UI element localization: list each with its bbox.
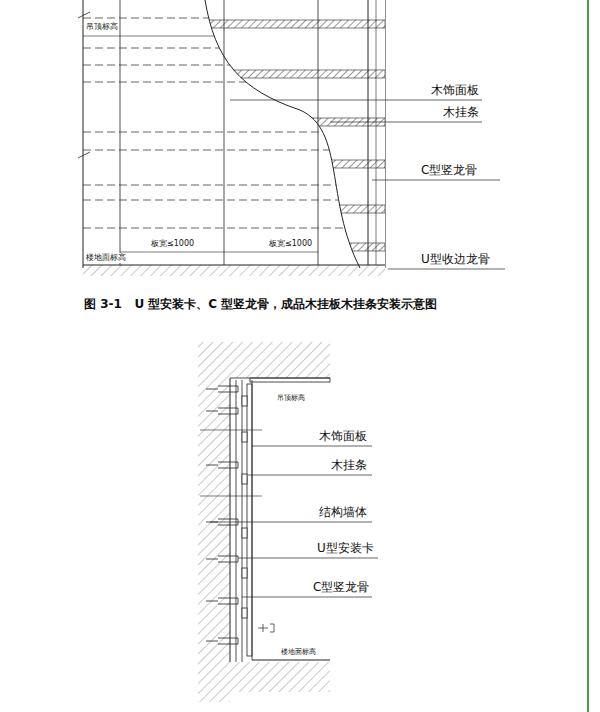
- part-label: C型竖龙骨: [312, 580, 370, 594]
- part-label: 楼地面标高: [280, 648, 317, 656]
- figure-caption: 图 3-1 U 型安装卡、C 型竖龙骨，成品木挂板木挂条安装示意图: [83, 297, 438, 311]
- page-border: [587, 0, 589, 712]
- part-label: 木挂条: [442, 105, 480, 119]
- part-label: 吊顶标高: [276, 394, 306, 402]
- part-label: U型收边龙骨: [420, 252, 491, 266]
- part-label: 木挂条: [330, 458, 368, 472]
- part-label: U型安装卡: [316, 541, 375, 555]
- part-label: 楼地面标高: [85, 253, 127, 263]
- part-label: 板宽≤1000: [268, 239, 313, 249]
- part-label: C型竖龙骨: [420, 163, 478, 177]
- part-label: 结构墙体: [318, 505, 368, 519]
- part-label: 板宽≤1000: [150, 239, 195, 249]
- elevation-view: [78, 0, 505, 276]
- part-label: 木饰面板: [430, 83, 480, 97]
- part-label: 木饰面板: [318, 429, 368, 443]
- section-view: [198, 342, 378, 702]
- part-label: 吊顶标高: [85, 22, 119, 32]
